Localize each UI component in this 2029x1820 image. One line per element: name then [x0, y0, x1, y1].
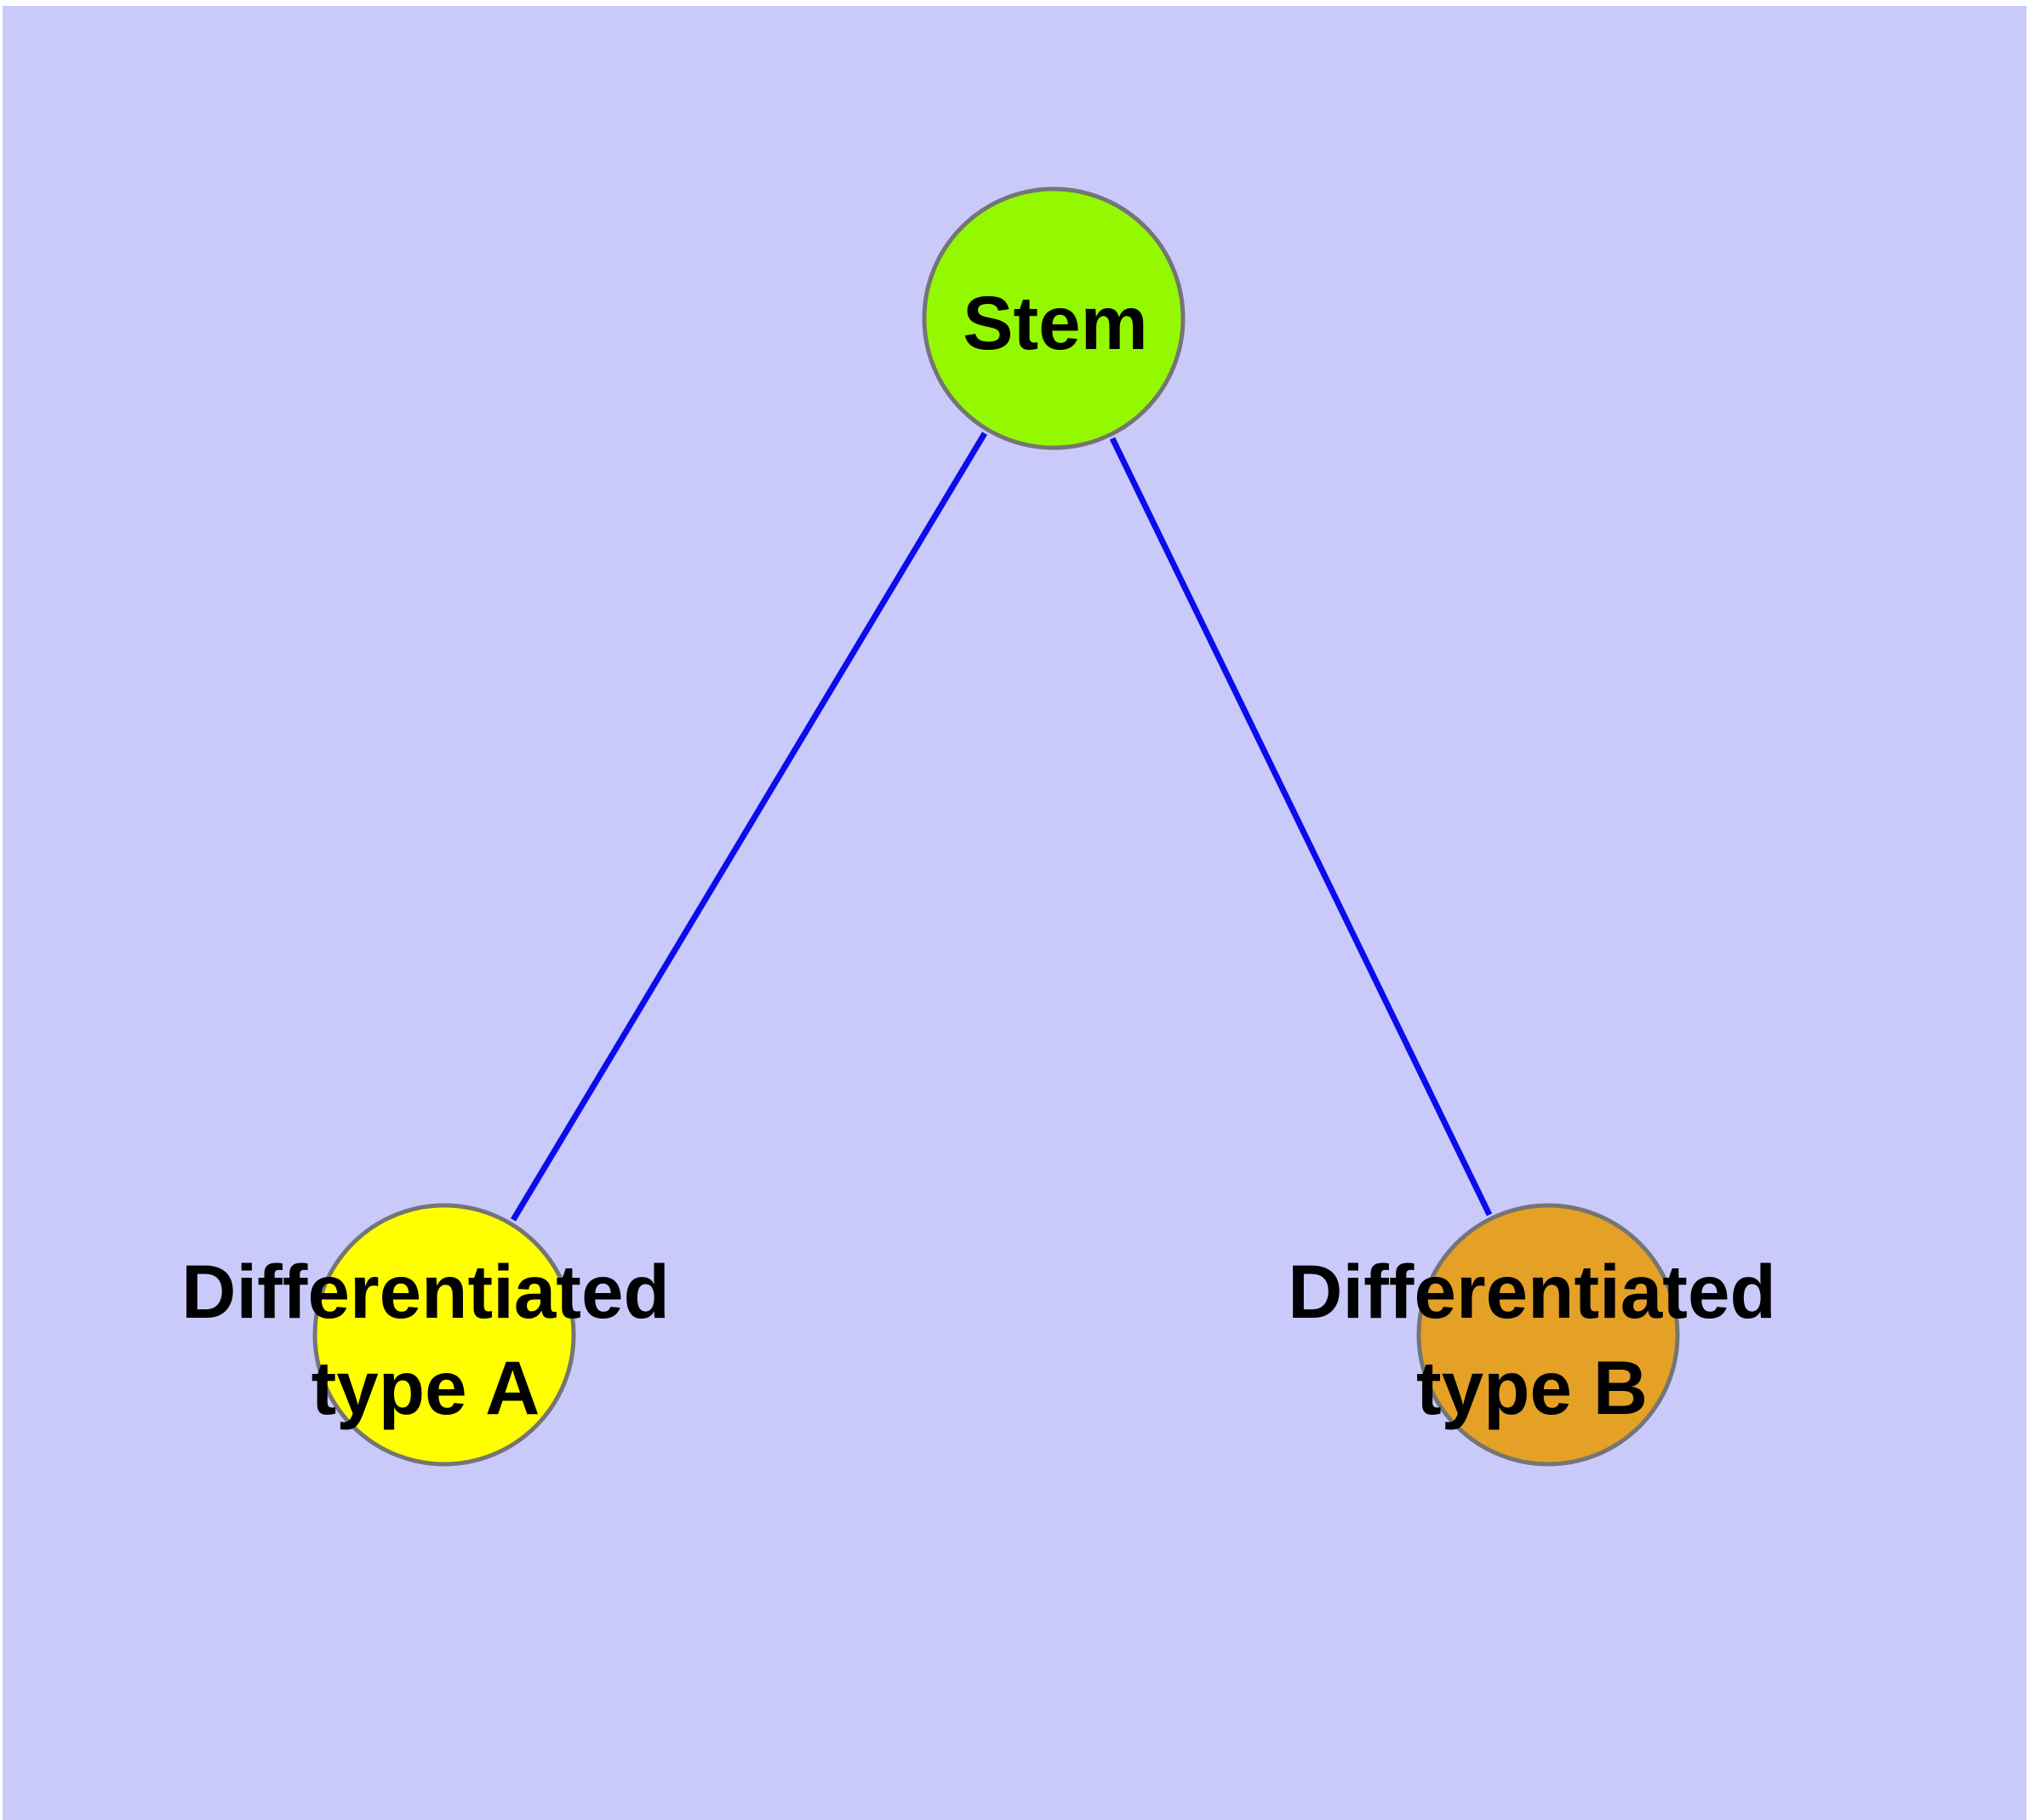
node-label-type-b-line1: Differentiated — [1288, 1249, 1776, 1334]
node-label-type-a-line1: Differentiated — [181, 1249, 670, 1334]
node-label-stem: Stem — [963, 280, 1148, 365]
node-differentiated-type-b — [1416, 1203, 1680, 1467]
node-label-type-a-line2: type A — [311, 1345, 540, 1430]
edge-stem-to-type-b — [1109, 437, 1493, 1216]
node-label-type-b-line2: type B — [1416, 1345, 1648, 1430]
node-stem — [922, 186, 1186, 450]
edge-stem-to-type-a — [510, 432, 988, 1222]
node-differentiated-type-a — [312, 1203, 576, 1467]
